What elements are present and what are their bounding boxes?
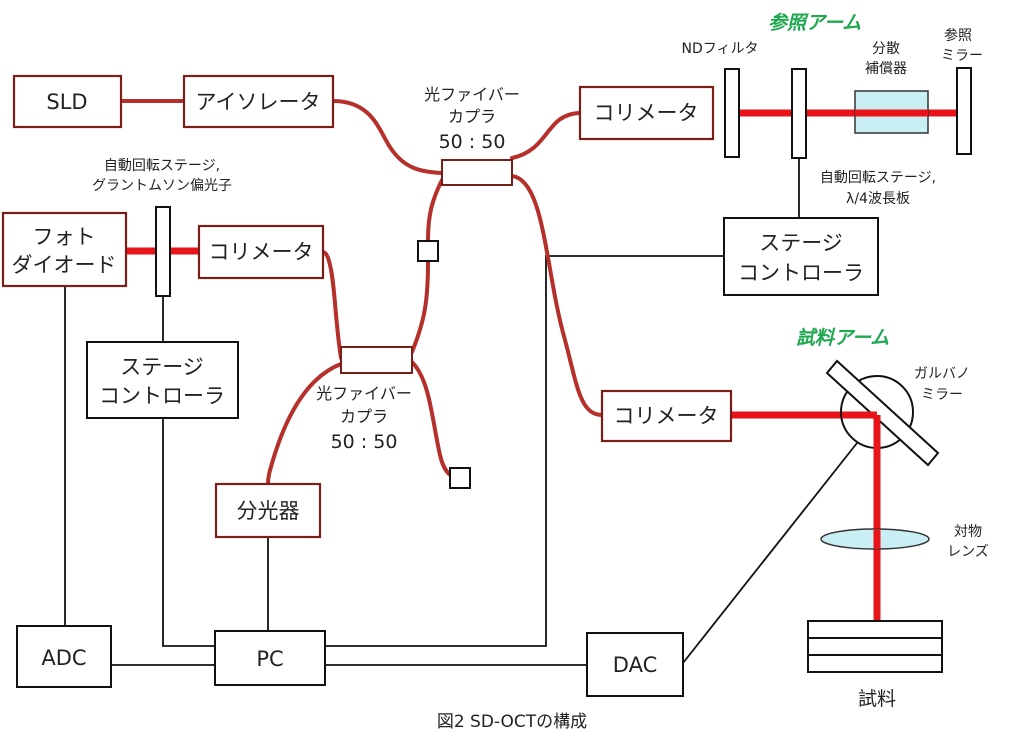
polarizer-plate [155, 206, 171, 297]
dispersion-comp-label-1: 分散 [872, 41, 900, 57]
collimator-reference-label: コリメータ [594, 101, 699, 125]
stage-controller-left-label-2: コントローラ [99, 384, 225, 408]
spectrometer-label: 分光器 [237, 499, 300, 523]
isolator-label: アイソレータ [196, 90, 321, 114]
objective-label-2: レンズ [947, 544, 989, 560]
coupler-bottom-label-1: 光ファイバー [316, 384, 412, 403]
fiber-termination [449, 467, 471, 489]
galvo-label-1: ガルバノ [914, 366, 970, 382]
waveplate-plate [791, 68, 807, 159]
polarizer-label-2: グラントムソン偏光子 [92, 178, 232, 194]
stage-controller-right-label-2: コントローラ [738, 261, 864, 285]
galvo-mirror-plate [825, 359, 940, 467]
reference-arm-heading: 参照アーム [768, 12, 861, 34]
waveplate-label-1: 自動回転ステージ, [820, 170, 936, 186]
nd-filter-label: NDフィルタ [682, 41, 759, 57]
sample-stack [807, 620, 943, 673]
adc-label: ADC [41, 646, 86, 670]
coupler-top-label-1: 光ファイバー [424, 85, 520, 104]
stage-controller-left-label-1: ステージ [120, 355, 204, 379]
collimator-sample-label: コリメータ [614, 404, 719, 428]
photodiode-label-2: ダイオード [12, 253, 117, 277]
signal-wires [64, 158, 858, 666]
collimator-detector-label: コリメータ [209, 240, 314, 264]
coupler-bottom [340, 346, 413, 374]
fiber-loop-marker [417, 240, 439, 262]
stage-controller-right-label-1: ステージ [759, 231, 843, 255]
coupler-bottom-label-2: カプラ [340, 407, 388, 426]
waveplate-label-2: λ/4波長板 [846, 191, 910, 207]
dac-label: DAC [613, 653, 657, 677]
sld-label: SLD [46, 90, 87, 114]
coupler-top-label-2: カプラ [448, 107, 496, 126]
device-boxes [1, 74, 733, 539]
reference-mirror-label-2: ミラー [941, 48, 983, 64]
reference-mirror [956, 67, 972, 155]
optical-fibers [119, 99, 604, 486]
figure-caption: 図2 SD-OCTの構成 [437, 712, 587, 732]
sample-label: 試料 [858, 688, 896, 710]
galvo-label-2: ミラー [921, 387, 963, 403]
coupler-top [441, 159, 513, 186]
pc-label: PC [256, 647, 283, 671]
sample-arm-heading: 試料アーム [796, 327, 889, 349]
objective-label-1: 対物 [954, 524, 982, 540]
coupler-top-label-3: 50 : 50 [439, 131, 506, 153]
photodiode-label-1: フォト [33, 225, 96, 249]
nd-filter-plate [724, 68, 740, 158]
electronics-boxes [16, 217, 879, 697]
coupler-bottom-label-3: 50 : 50 [331, 431, 398, 453]
dispersion-comp-label-2: 補償器 [865, 61, 907, 77]
polarizer-label-1: 自動回転ステージ, [104, 158, 220, 174]
reference-mirror-label-1: 参照 [944, 27, 972, 44]
